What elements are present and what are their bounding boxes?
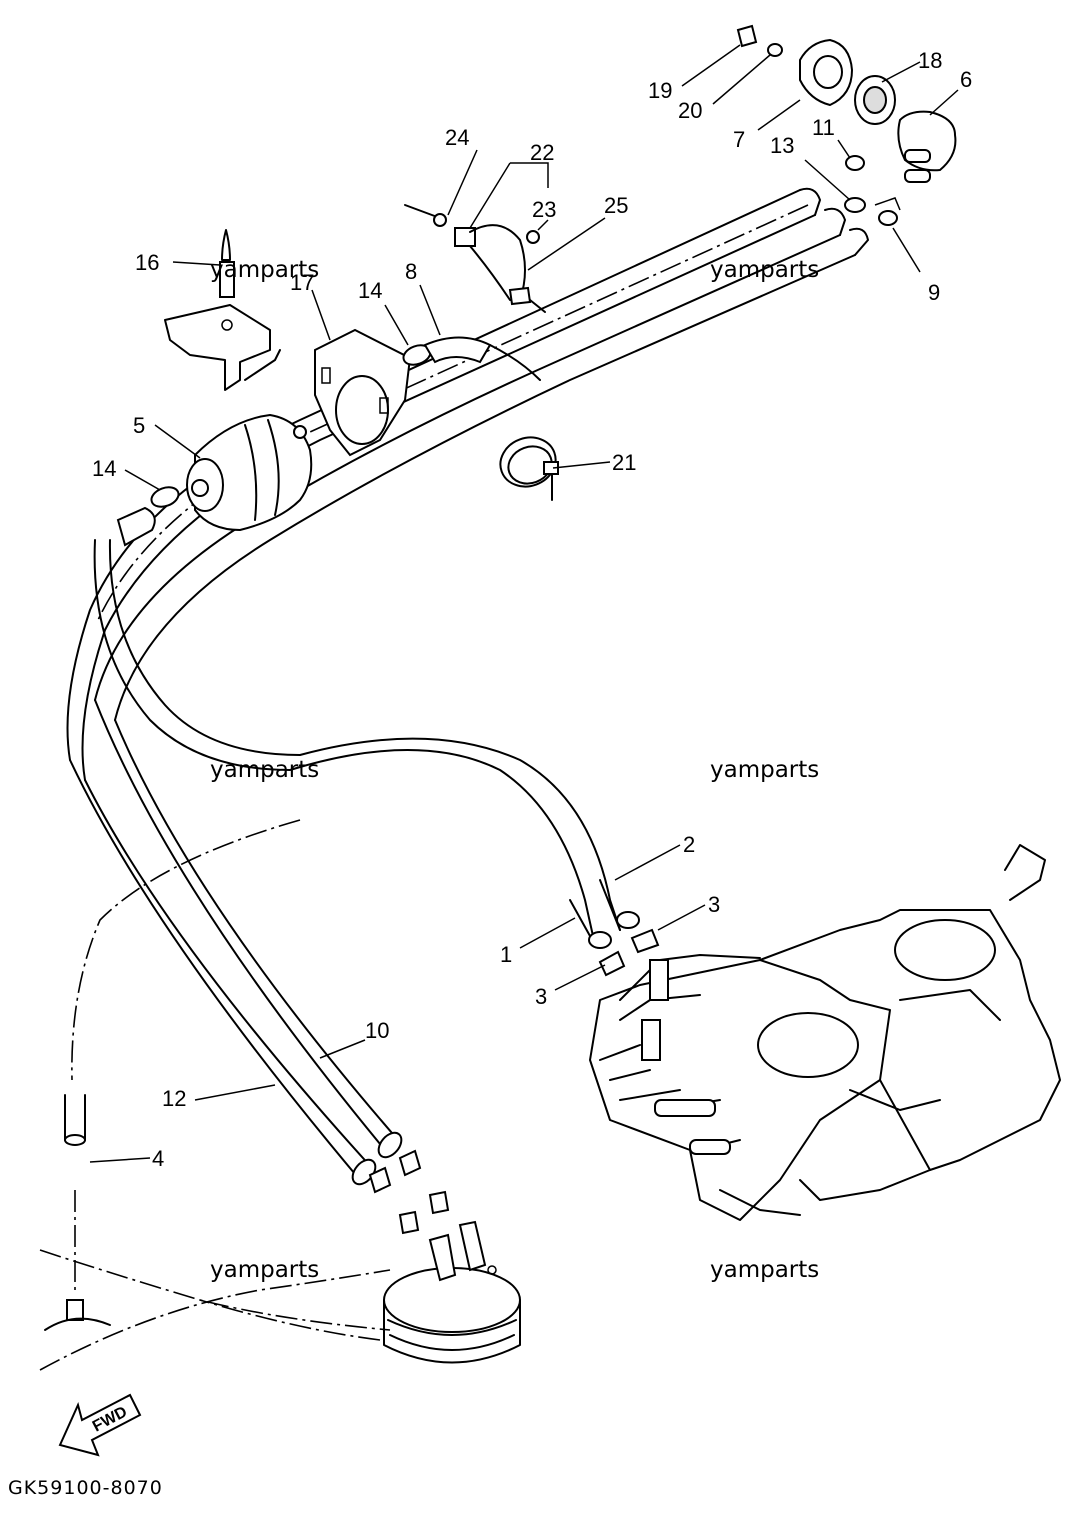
watermark: yamparts [210, 257, 319, 283]
callout-4: 4 [152, 1146, 164, 1171]
fuel-filter-5 [186, 413, 313, 532]
callout-25: 25 [604, 193, 628, 218]
callout-18: 18 [918, 48, 942, 73]
watermarks: yamparts yamparts yamparts yamparts yamp… [210, 257, 819, 1283]
callout-20: 20 [678, 98, 702, 123]
callout-numbers: 1 2 3 3 4 5 6 7 8 9 10 11 12 13 14 14 16… [92, 48, 972, 1171]
watermark: yamparts [210, 757, 319, 783]
fuel-pump-assembly [383, 1190, 521, 1364]
callout-13: 13 [770, 133, 794, 158]
callout-24: 24 [445, 125, 469, 150]
callout-21: 21 [612, 450, 636, 475]
callout-14: 14 [358, 278, 382, 303]
callout-7: 7 [733, 127, 745, 152]
watermark: yamparts [210, 1257, 319, 1283]
clips-near-pump [368, 1149, 422, 1194]
callout-9: 9 [928, 280, 940, 305]
callout-23: 23 [532, 197, 556, 222]
callout-1: 1 [500, 942, 512, 967]
callout-16: 16 [135, 250, 159, 275]
bracket-16 [164, 229, 281, 391]
clips-3 [598, 928, 660, 977]
callout-17: 17 [290, 270, 314, 295]
clamp-21 [499, 436, 559, 501]
clamps-14 [150, 344, 432, 508]
leader-lines [89, 44, 959, 1163]
watermark: yamparts [710, 757, 819, 783]
hose-8 [423, 336, 541, 381]
throttle-body [589, 844, 1061, 1221]
bracket-17 [314, 328, 412, 457]
watermark: yamparts [710, 257, 819, 283]
fwd-arrow: FWD [58, 1393, 142, 1457]
vent-hose-4 [44, 819, 301, 1331]
callout-3: 3 [535, 984, 547, 1009]
callout-22: 22 [530, 140, 554, 165]
callout-10: 10 [365, 1018, 389, 1043]
callout-2: 2 [683, 832, 695, 857]
callout-3: 3 [708, 892, 720, 917]
holder-22 [404, 204, 546, 313]
callout-19: 19 [648, 78, 672, 103]
hoses-1-2 [93, 506, 640, 949]
fuel-tank-outline [39, 1249, 391, 1371]
drawing-code: GK59100-8070 [8, 1477, 163, 1499]
fitting-group-top-right [736, 24, 957, 226]
callout-11: 11 [812, 115, 835, 140]
callout-14: 14 [92, 456, 116, 481]
callout-12: 12 [162, 1086, 186, 1111]
callout-6: 6 [960, 67, 972, 92]
callout-5: 5 [133, 413, 145, 438]
callout-8: 8 [405, 259, 417, 284]
watermark: yamparts [710, 1257, 819, 1283]
